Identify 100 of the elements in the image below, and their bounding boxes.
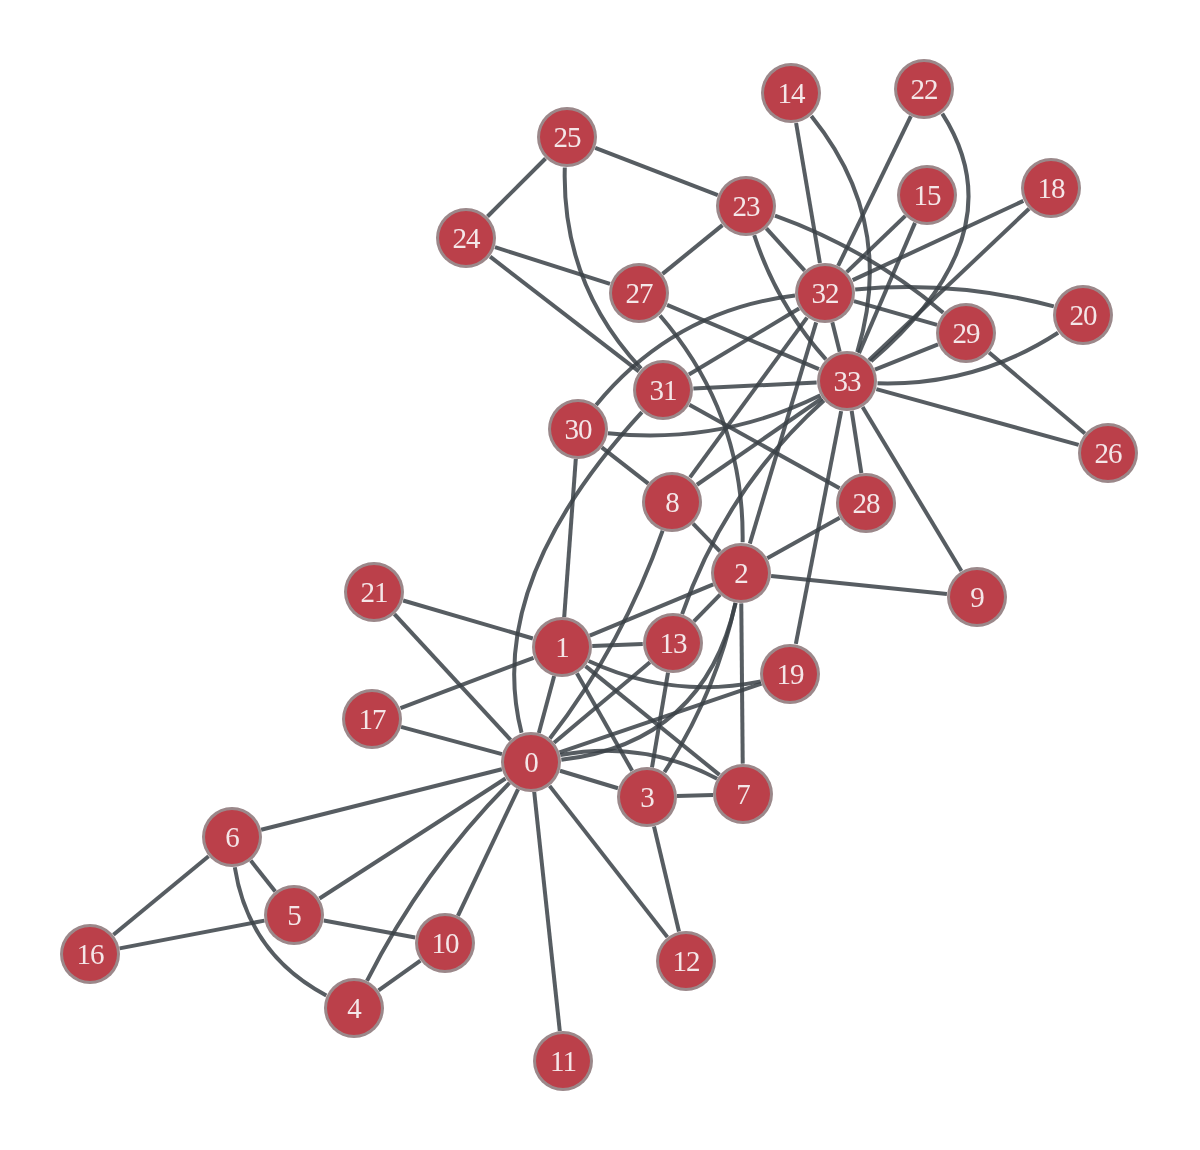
node-label: 7 [736, 779, 750, 809]
node-label: 5 [287, 900, 301, 930]
graph-node [1021, 158, 1081, 218]
connector-line [857, 222, 917, 354]
graph-node [344, 562, 404, 622]
node-label: 3 [640, 782, 654, 812]
connector-line [987, 350, 1087, 436]
graph-node [415, 913, 475, 973]
graph-node [633, 360, 693, 420]
connector-line [739, 603, 745, 764]
graph-node [936, 303, 996, 363]
node-label: 20 [1069, 300, 1097, 330]
connector-line [536, 675, 557, 734]
connector-line [552, 660, 652, 745]
connector-line [666, 303, 820, 371]
connector-line [680, 399, 826, 615]
graph-node [537, 107, 597, 167]
connector-line [747, 321, 819, 545]
node-label: 28 [852, 488, 880, 518]
connector-line [323, 918, 416, 940]
graph-node [501, 732, 561, 792]
node-label: 21 [360, 577, 388, 607]
connector-line [877, 331, 1060, 386]
node-label: 11 [550, 1046, 576, 1076]
connector-line [318, 776, 507, 901]
connector-line [486, 157, 547, 218]
node-label: 33 [833, 366, 861, 396]
graph-node [643, 613, 703, 673]
node-label: 26 [1094, 438, 1122, 468]
connector-line [874, 342, 939, 372]
graph-node [642, 472, 702, 532]
connector-line [794, 122, 822, 264]
connector-line [687, 306, 801, 377]
graph-node [817, 351, 877, 411]
node-label: 18 [1037, 173, 1065, 203]
node-label: 27 [625, 278, 653, 308]
graph-node [324, 978, 384, 1038]
connector-line [392, 612, 513, 742]
node-label: 14 [777, 78, 805, 108]
graph-node [836, 473, 896, 533]
connector-line [770, 574, 948, 596]
connector-line [456, 788, 520, 917]
node-label: 4 [347, 993, 361, 1023]
connector-line [365, 781, 511, 982]
graph-node [761, 63, 821, 123]
connector-line [584, 664, 721, 777]
node-label: 22 [910, 74, 938, 104]
connector-line [875, 387, 1080, 447]
graph-node [713, 764, 773, 824]
connector-line [691, 522, 722, 553]
connector-line [830, 321, 842, 353]
connector-line [575, 672, 634, 772]
node-label: 25 [553, 122, 581, 152]
connector-line [588, 582, 714, 638]
connector-line [400, 724, 503, 757]
connector-line [809, 114, 872, 353]
connector-line [658, 314, 745, 543]
graph-node [532, 617, 592, 677]
connector-line [399, 655, 535, 711]
graph-node [711, 543, 771, 603]
node-label: 9 [970, 582, 984, 612]
connector-line [377, 958, 422, 993]
connector-line [249, 859, 277, 893]
node-label: 23 [732, 191, 760, 221]
connector-line [774, 213, 945, 315]
node-label: 31 [649, 375, 677, 405]
connector-line [232, 866, 328, 998]
connector-line [260, 767, 503, 832]
graph-node [897, 165, 957, 225]
graph-node [795, 263, 855, 323]
graph-node [947, 567, 1007, 627]
connector-line [592, 642, 643, 648]
connector-line [853, 299, 938, 327]
connector-line [607, 393, 822, 438]
graph-node [60, 924, 120, 984]
connector-line [650, 672, 670, 768]
graph-node [609, 263, 669, 323]
graph-node [894, 59, 954, 119]
node-label: 24 [452, 223, 480, 253]
connector-line [766, 515, 841, 561]
connector-line [661, 223, 724, 276]
node-label: 0 [524, 747, 538, 777]
node-label: 16 [76, 939, 104, 969]
node-label: 12 [672, 946, 700, 976]
connector-line [594, 146, 719, 197]
connector-line [845, 214, 907, 274]
graph-node [533, 1031, 593, 1091]
connector-line [692, 593, 722, 623]
connector-line [676, 792, 714, 799]
graph-node [202, 807, 262, 867]
node-label: 30 [564, 414, 592, 444]
node-label: 19 [776, 659, 804, 689]
node-label: 1 [555, 632, 569, 662]
connector-line [849, 410, 864, 474]
graph-node [656, 931, 716, 991]
node-label: 13 [659, 628, 687, 658]
connector-line [600, 445, 650, 486]
graph-node [617, 767, 677, 827]
connector-line [532, 791, 562, 1032]
connector-line [860, 405, 964, 573]
